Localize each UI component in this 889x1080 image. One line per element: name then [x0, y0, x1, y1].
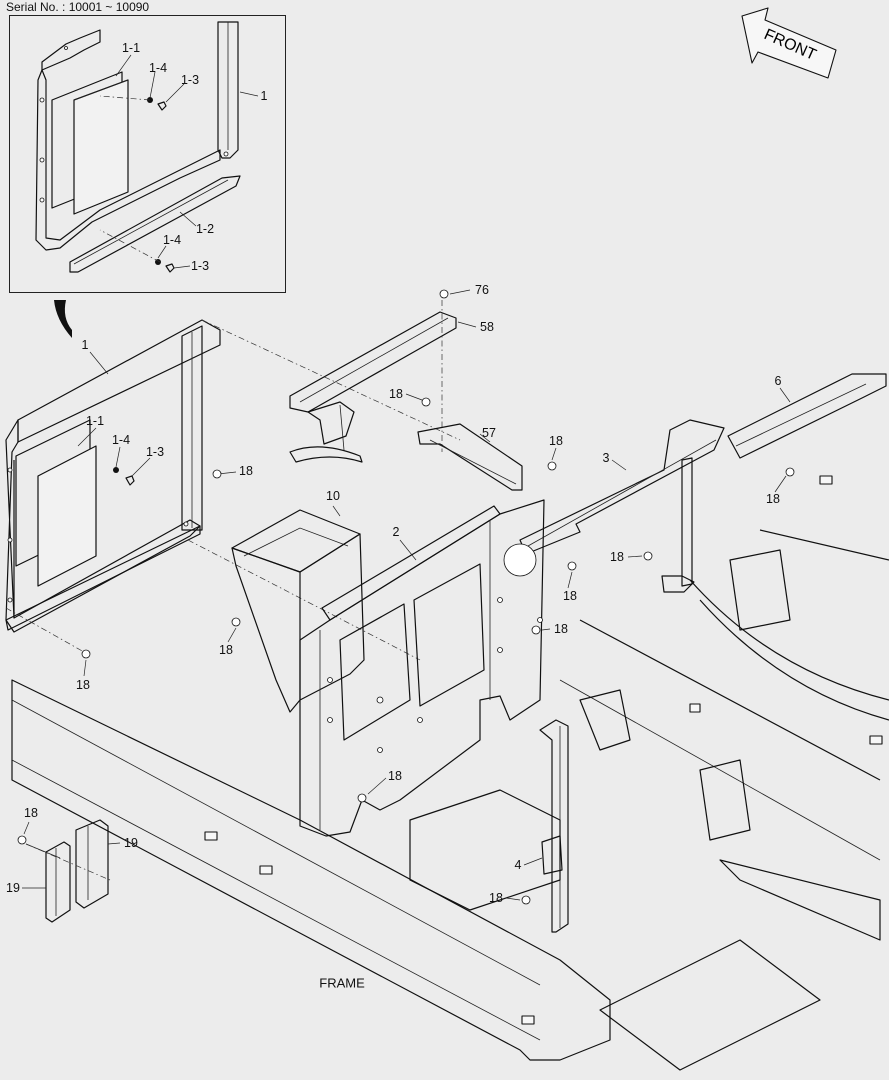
callout-4: 4	[514, 857, 522, 872]
callout-18: 18	[76, 677, 90, 692]
callout-1-1: 1-1	[85, 413, 105, 428]
callout-18: 18	[549, 433, 563, 448]
callout-18: 18	[388, 768, 402, 783]
callout-18: 18	[389, 386, 403, 401]
callout-1-3: 1-3	[145, 444, 165, 459]
callout-18: 18	[554, 621, 568, 636]
callout-1-4-inset: 1-4	[148, 60, 168, 75]
callout-1-inset: 1	[260, 88, 268, 103]
callout-18: 18	[219, 642, 233, 657]
callout-10: 10	[326, 488, 340, 503]
callout-1-2-inset: 1-2	[195, 221, 215, 236]
callout-58: 58	[480, 319, 494, 334]
callout-3: 3	[602, 450, 610, 465]
callout-19: 19	[124, 835, 138, 850]
callout-1-1-inset: 1-1	[121, 40, 141, 55]
bracket-6-drawing	[727, 373, 887, 493]
callout-18: 18	[563, 588, 577, 603]
callout-19: 19	[6, 880, 20, 895]
block-19-drawing	[17, 819, 121, 923]
frame-3-drawing	[519, 419, 725, 593]
frame-label: FRAME	[319, 975, 365, 991]
callout-18: 18	[489, 890, 503, 905]
panel-2-drawing	[299, 499, 577, 837]
callout-57: 57	[482, 425, 496, 440]
callout-1-4: 1-4	[111, 432, 131, 447]
panel-1-drawing	[5, 319, 461, 677]
callout-18: 18	[239, 463, 253, 478]
callout-1-3-inset: 1-3	[180, 72, 200, 87]
post-4-drawing	[505, 719, 569, 933]
callout-6: 6	[774, 373, 782, 388]
callout-18: 18	[610, 549, 624, 564]
callout-18: 18	[24, 805, 38, 820]
serial-number: Serial No. : 10001 ~ 10090	[6, 0, 150, 14]
detail-inset-frame	[9, 15, 286, 293]
inset-panel-drawing	[35, 21, 259, 273]
duct-10-drawing	[227, 505, 365, 713]
callout-18: 18	[766, 491, 780, 506]
frame-drawing	[11, 475, 889, 1071]
callout-1-4-inset-lower: 1-4	[162, 232, 182, 247]
bracket-58-drawing	[289, 289, 477, 463]
callout-1: 1	[81, 337, 89, 352]
callout-1-3-inset-lower: 1-3	[190, 258, 210, 273]
bracket-57-drawing	[405, 393, 523, 491]
inset-pointer-arrow	[54, 300, 72, 338]
callout-76: 76	[475, 282, 489, 297]
front-direction-arrow: FRONT	[741, 7, 837, 79]
callout-2: 2	[392, 524, 400, 539]
